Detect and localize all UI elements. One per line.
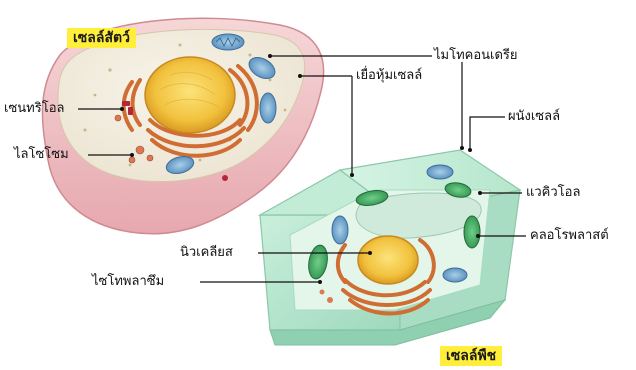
label-lysosome: ไลโซโซม bbox=[14, 147, 69, 163]
animal-nucleus bbox=[145, 57, 235, 133]
plant-cell-title: เซลล์พืช bbox=[440, 346, 502, 366]
label-mitochondria: ไมโทคอนเดรีย bbox=[434, 48, 518, 64]
label-centriole: เซนทริโอล bbox=[4, 101, 64, 117]
label-cell-membrane: เยื่อหุ้มเซลล์ bbox=[356, 68, 422, 84]
animal-cell bbox=[42, 18, 323, 234]
label-cell-wall: ผนังเซลล์ bbox=[508, 109, 560, 125]
label-vacuole: แวคิวโอล bbox=[526, 185, 580, 201]
label-chloroplast: คลอโรพลาสต์ bbox=[530, 228, 609, 244]
plant-cell bbox=[260, 150, 520, 345]
animal-cell-title: เซลล์สัตว์ bbox=[67, 28, 136, 48]
plant-nucleus bbox=[358, 236, 418, 284]
label-nucleus: นิวเคลียส bbox=[180, 245, 233, 261]
label-cytoplasm: ไซโทพลาซึม bbox=[92, 274, 164, 290]
